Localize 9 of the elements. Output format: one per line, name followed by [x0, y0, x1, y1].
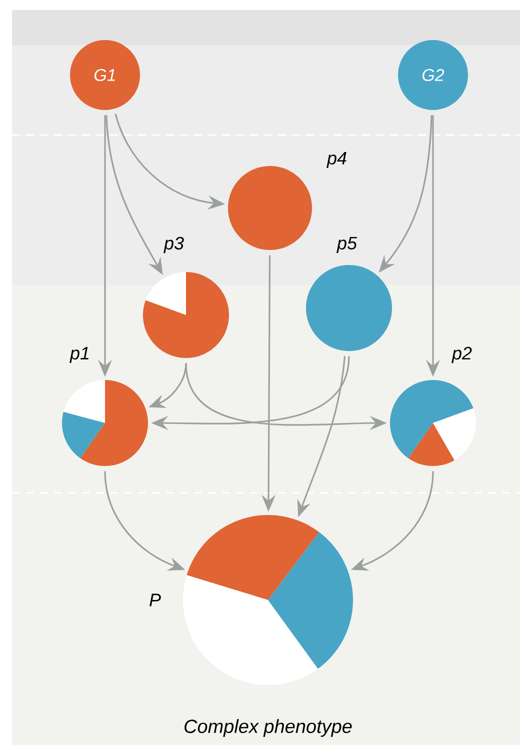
caption: Complex phenotype: [184, 719, 352, 737]
node-label: p1: [70, 346, 88, 364]
node-label: p5: [336, 236, 358, 254]
circle-node: G2: [398, 40, 468, 110]
node-label: p2: [452, 346, 472, 364]
circle-node: G1: [70, 40, 140, 110]
node-label: p3: [164, 236, 184, 254]
node-label: P: [150, 594, 161, 606]
node-label: p4: [326, 152, 346, 168]
